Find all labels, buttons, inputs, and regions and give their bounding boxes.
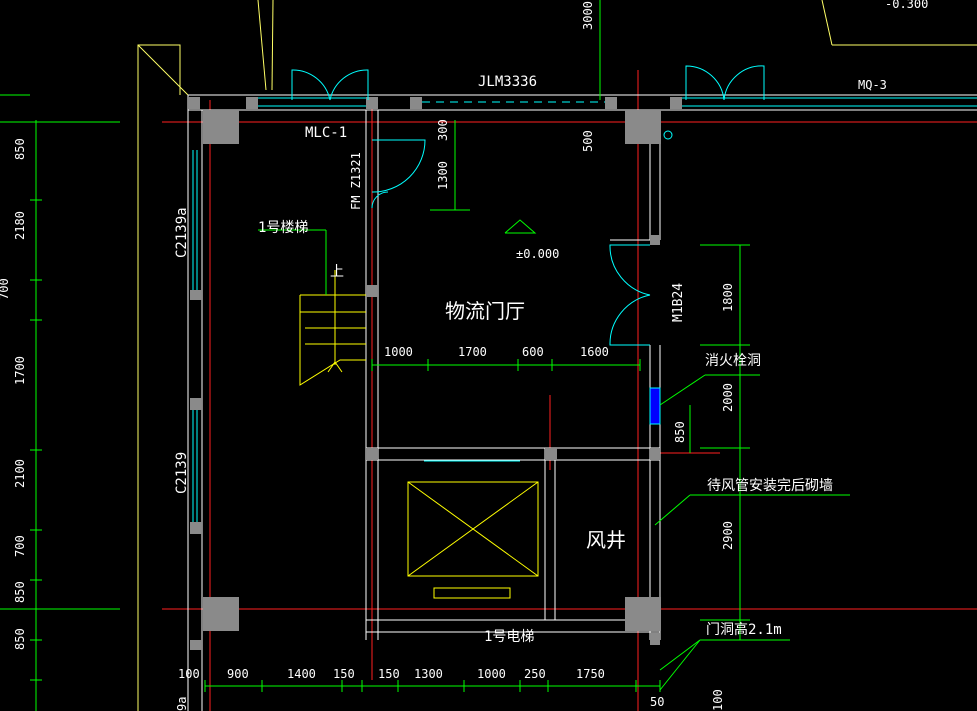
dim-bottom-11: 9a [175, 697, 189, 711]
dim-left-6: 700 [13, 535, 27, 557]
dim-bottom-3: 1400 [287, 667, 316, 681]
elevator-car [407, 481, 539, 599]
door-m-label: M1B24 [671, 283, 686, 322]
walls [187, 94, 977, 711]
dim-top-3: 300 [436, 119, 450, 141]
hydrant-label: 消火栓洞 [705, 353, 761, 369]
dimension-lines [0, 0, 850, 711]
fire-hydrant-box [649, 387, 661, 425]
wall-note: 待风管安装完后砌墙 [707, 478, 833, 494]
dim-right-2: 2000 [721, 383, 735, 412]
level-symbol [504, 219, 537, 234]
dim-right-3: 2900 [721, 521, 735, 550]
door-mq-label: MQ-3 [858, 78, 887, 92]
marker-circle [663, 130, 673, 140]
dim-interior-1: 1000 [384, 345, 413, 359]
level-mark: ±0.000 [516, 247, 559, 261]
window-label-bottom: C2139 [174, 452, 190, 494]
dim-interior-4: 1600 [580, 345, 609, 359]
dim-right-4: 850 [673, 421, 687, 443]
level-top: -0.300 [885, 0, 928, 11]
dim-top-4: 1300 [436, 161, 450, 190]
dim-bottom-1: 100 [178, 667, 200, 681]
elevator-label: 1号电梯 [484, 629, 534, 645]
room-name: 物流门厅 [445, 299, 525, 323]
dim-left-2: 2180 [13, 211, 27, 240]
dim-right-1: 1800 [721, 283, 735, 312]
annotations: 物流门厅 风井 1号楼梯 上 1号电梯 消火栓洞 待风管安装完后砌墙 门洞高2.… [174, 0, 928, 645]
windows [192, 97, 977, 522]
dim-interior-2: 1700 [458, 345, 487, 359]
door-mlc-label: MLC-1 [305, 125, 347, 141]
door-opening-note: 门洞高2.1m [706, 621, 782, 638]
dim-bottom-9: 1750 [576, 667, 605, 681]
dim-interior-3: 600 [522, 345, 544, 359]
stair [299, 270, 366, 386]
dim-bottom-7: 1000 [477, 667, 506, 681]
dim-bottom-2: 900 [227, 667, 249, 681]
dim-bottom-4: 150 [333, 667, 355, 681]
building-outline [137, 0, 977, 711]
dimension-texts: 850 2180 700 1700 2100 700 850 850 100 9… [0, 1, 735, 711]
dim-bottom-8: 250 [524, 667, 546, 681]
window-label-top: C2139a [174, 207, 190, 258]
dim-top-2: 500 [581, 130, 595, 152]
dim-left-7: 850 [13, 581, 27, 603]
dim-left-5: 2100 [13, 459, 27, 488]
stair-label: 1号楼梯 [258, 220, 308, 236]
axis-lines [162, 70, 977, 711]
dim-left-4: 1700 [13, 356, 27, 385]
dim-bottom-6: 1300 [414, 667, 443, 681]
doors [291, 65, 765, 462]
dim-top-1: 3000 [581, 1, 595, 30]
dim-left-3: 700 [0, 278, 11, 300]
dim-bottom-5: 150 [378, 667, 400, 681]
dim-bottom-10: 50 [650, 695, 664, 709]
dim-right-5: 100 [711, 689, 725, 711]
dim-left-1: 850 [13, 138, 27, 160]
door-fm-label: FM Z1321 [349, 152, 363, 210]
door-jlm-label: JLM3336 [478, 74, 537, 90]
dim-left-8: 850 [13, 628, 27, 650]
stair-up-label: 上 [330, 264, 344, 280]
dimension-ticks [30, 121, 746, 692]
structural-columns [188, 97, 682, 650]
shaft-name: 风井 [586, 528, 626, 552]
